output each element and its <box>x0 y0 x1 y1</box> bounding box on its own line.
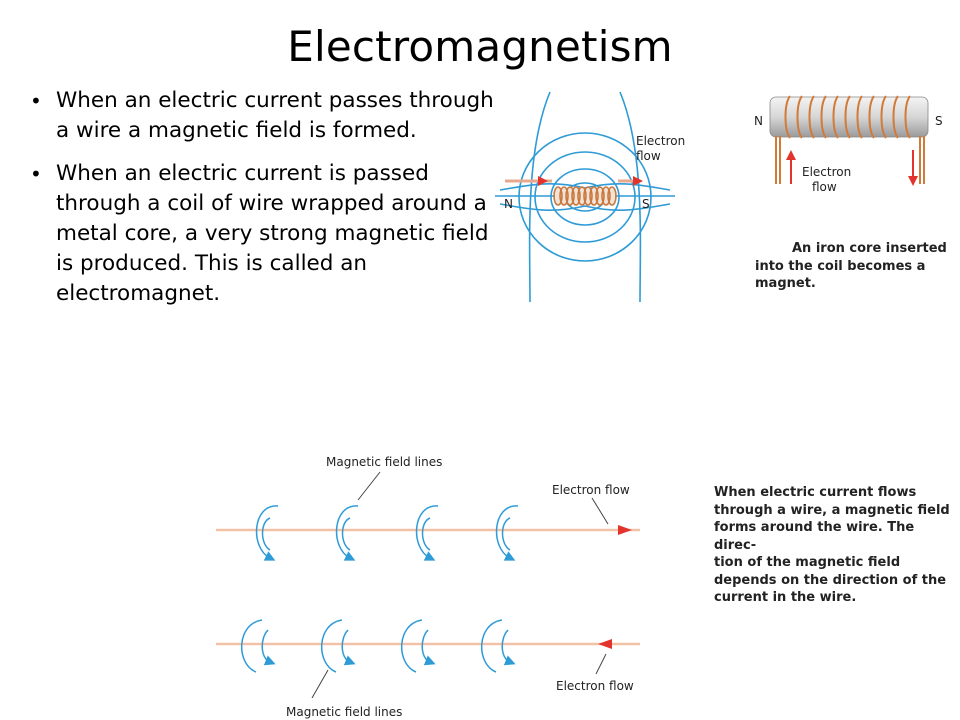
field-circles-top <box>255 505 519 561</box>
bullet-item: • When an electric current passes throug… <box>30 86 510 146</box>
iron-core-figure: N S Electron flow <box>754 95 943 194</box>
caption-line: tion of the magnetic field <box>714 555 901 570</box>
leader-line <box>357 471 381 501</box>
pole-n-label: N <box>504 197 513 211</box>
caption-line: into the coil becomes a <box>755 258 926 274</box>
field-circles-bottom <box>241 619 516 673</box>
pole-s-label: S <box>642 197 650 211</box>
slide-title: Electromagnetism <box>287 22 673 71</box>
field-lines-label-top: Magnetic field lines <box>326 455 442 469</box>
caption-line: When electric current flows <box>714 485 917 500</box>
flow-label: flow <box>636 149 661 163</box>
bullet-text: When an electric current passes through … <box>56 88 494 143</box>
electron-label: Electron <box>636 134 685 148</box>
solenoid-field-figure: Electron flow N S <box>495 91 685 303</box>
pole-s-label: S <box>935 114 943 128</box>
wire-field-figure: Magnetic field lines Electron flow Elect… <box>216 455 640 719</box>
bullet-list: • When an electric current passes throug… <box>30 86 510 322</box>
caption-line: depends on the direction of the <box>714 572 947 588</box>
caption-line: current in the wire. <box>714 590 857 605</box>
electron-label: Electron <box>802 165 851 179</box>
electron-direction-arrow-icon <box>598 639 612 649</box>
iron-core-caption: An iron core inserted into the coil beco… <box>755 240 947 293</box>
electron-direction-arrow-icon <box>786 150 918 186</box>
leader-line <box>311 669 329 699</box>
electron-flow-arrow-icon <box>538 176 643 186</box>
bullet-text: When an electric current is passed throu… <box>56 161 489 306</box>
caption-line: An iron core inserted <box>792 241 947 256</box>
caption-line: through a wire, a magnetic field <box>714 502 950 518</box>
flow-label: flow <box>812 180 837 194</box>
electron-direction-arrow-icon <box>618 525 632 535</box>
electron-flow-label-bottom: Electron flow <box>556 679 634 693</box>
pole-n-label: N <box>754 114 763 128</box>
iron-core <box>769 96 929 138</box>
caption-line: magnet. <box>755 276 816 291</box>
electron-flow-label-top: Electron flow <box>552 483 630 497</box>
caption-line: forms around the wire. The direc- <box>714 520 915 553</box>
wire-caption: When electric current flows through a wi… <box>714 484 960 607</box>
bullet-dot-icon: • <box>30 89 42 113</box>
leader-line <box>591 497 609 525</box>
bullet-dot-icon: • <box>30 162 42 186</box>
field-lines-label-bottom: Magnetic field lines <box>286 705 402 719</box>
leader-line <box>595 653 607 675</box>
coil-windings <box>775 95 925 184</box>
bullet-item: • When an electric current is passed thr… <box>30 159 510 309</box>
